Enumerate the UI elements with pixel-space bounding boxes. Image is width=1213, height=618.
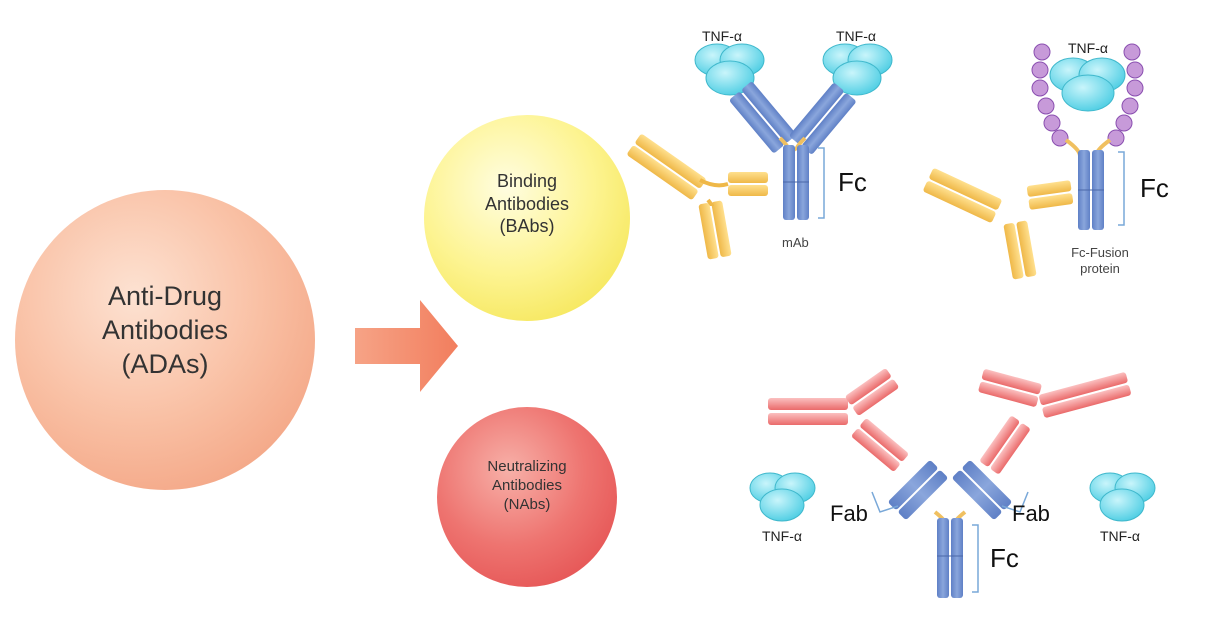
neutralizing-structure	[749, 369, 1156, 598]
babs-label: Binding Antibodies (BAbs)	[457, 170, 597, 238]
ada-label: Anti-Drug Antibodies (ADAs)	[65, 280, 265, 381]
fc-fusion-structure	[923, 43, 1144, 280]
fab-left-label: Fab	[830, 501, 868, 526]
fusion-name-label: Fc-Fusion protein	[1060, 245, 1140, 278]
neutral-fc-label: Fc	[990, 543, 1019, 573]
fusion-fc-label: Fc	[1140, 173, 1169, 203]
fab-right-label: Fab	[1012, 501, 1050, 526]
mab-fc-label: Fc	[838, 167, 867, 197]
ada-label-line3: (ADAs)	[121, 348, 209, 379]
ada-antibody-icon	[978, 369, 1131, 474]
babs-label-line1: Binding	[496, 171, 558, 191]
tnf-trimer-icon	[1089, 472, 1156, 522]
babs-label-line3: (BAbs)	[499, 216, 555, 236]
ada-antibody-icon	[923, 168, 1074, 280]
right-arrow-icon	[355, 300, 458, 392]
nabs-label: Neutralizing Antibodies (NAbs)	[457, 458, 597, 514]
mab-tnf-left-label: TNF-α	[702, 28, 742, 44]
neutral-tnf-left-label: TNF-α	[762, 528, 802, 544]
babs-circle	[424, 115, 630, 321]
receptor-chain-icon	[1031, 43, 1144, 147]
fusion-name-line1: Fc-Fusion	[1071, 245, 1129, 260]
tnf-trimer-icon	[822, 43, 893, 96]
tnf-trimer-icon	[694, 43, 765, 96]
mab-tnf-right-label: TNF-α	[836, 28, 876, 44]
ada-antibody-icon	[627, 134, 768, 260]
ada-circle	[15, 190, 315, 490]
mab-structure	[627, 43, 893, 260]
fusion-tnf-label: TNF-α	[1068, 40, 1108, 56]
babs-label-line2: Antibodies	[484, 193, 570, 214]
ada-label-line2: Antibodies	[101, 314, 229, 345]
tnf-trimer-icon	[1049, 57, 1126, 112]
nabs-label-line1: Neutralizing	[487, 458, 567, 475]
fusion-name-line2: protein	[1080, 261, 1120, 277]
tnf-trimer-icon	[749, 472, 816, 522]
nabs-label-line3: (NAbs)	[503, 495, 551, 513]
ada-label-line1: Anti-Drug	[107, 281, 223, 311]
ada-antibody-icon	[768, 369, 908, 471]
neutral-tnf-right-label: TNF-α	[1100, 528, 1140, 544]
nabs-label-line2: Antibodies	[491, 476, 563, 494]
mab-name-label: mAb	[782, 235, 809, 250]
nabs-circle	[437, 407, 617, 587]
